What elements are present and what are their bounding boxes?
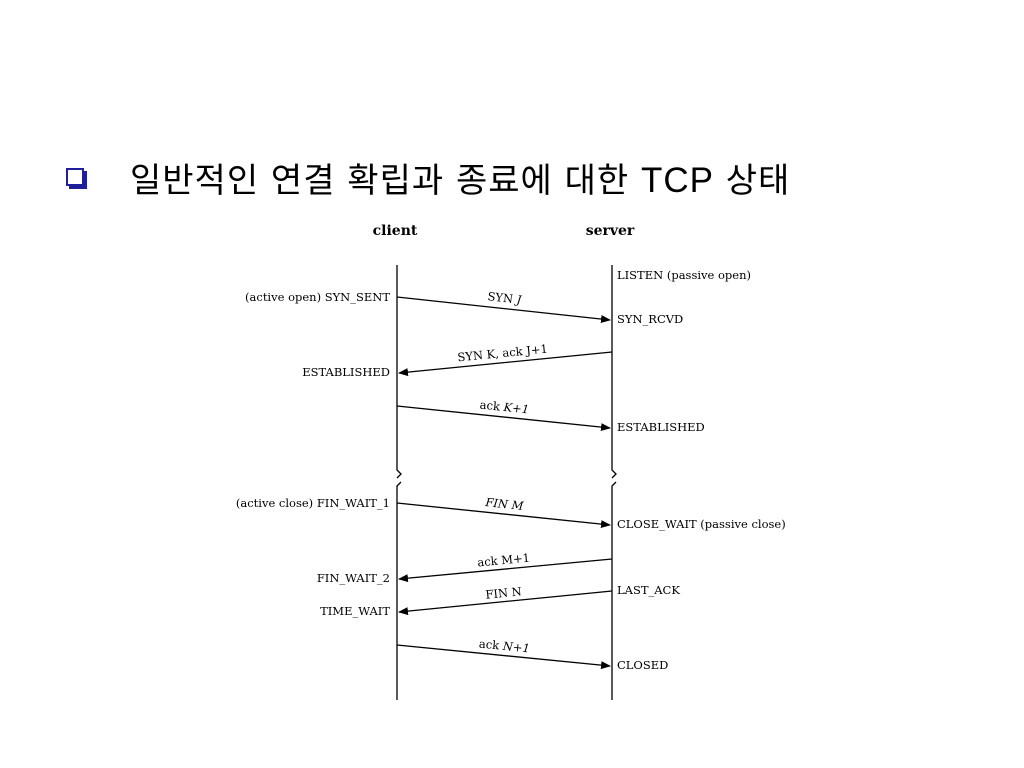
label-ack-k1: ack K+1 bbox=[479, 398, 530, 417]
title-tcp: TCP bbox=[640, 160, 714, 200]
label-ack-m1: ack M+1 bbox=[477, 551, 531, 570]
server-state-close-wait: CLOSE_WAIT (passive close) bbox=[617, 517, 786, 531]
client-state-fin-wait-1: (active close) FIN_WAIT_1 bbox=[236, 496, 390, 510]
client-state-syn-sent: (active open) SYN_SENT bbox=[245, 290, 390, 304]
client-timeline-bottom bbox=[396, 481, 402, 700]
server-state-last-ack: LAST_ACK bbox=[617, 583, 680, 597]
server-state-syn-rcvd: SYN_RCVD bbox=[617, 312, 683, 326]
slide-title: 일반적인 연결 확립과 종료에 대한 TCP 상태 bbox=[66, 150, 790, 204]
server-state-closed: CLOSED bbox=[617, 658, 668, 672]
client-state-time-wait: TIME_WAIT bbox=[320, 604, 390, 618]
server-header: server bbox=[586, 223, 635, 239]
arrow-ack-k1 bbox=[396, 405, 611, 432]
title-main: 일반적인 연결 확립과 종료에 대한 bbox=[130, 160, 641, 201]
label-syn-k-ack: SYN K, ack J+1 bbox=[457, 342, 549, 365]
client-state-fin-wait-2: FIN_WAIT_2 bbox=[317, 571, 390, 585]
arrow-ack-n1 bbox=[396, 644, 611, 670]
client-state-established: ESTABLISHED bbox=[302, 365, 390, 379]
client-header: client bbox=[373, 223, 418, 239]
title-text: 일반적인 연결 확립과 종료에 대한 TCP 상태 bbox=[130, 153, 790, 202]
server-timeline-top bbox=[611, 265, 617, 479]
server-timeline-bottom bbox=[611, 481, 617, 700]
arrow-fin-n bbox=[398, 590, 613, 616]
arrow-ack-m1 bbox=[398, 558, 613, 583]
title-end: 상태 bbox=[713, 160, 791, 201]
server-state-listen: LISTEN (passive open) bbox=[617, 268, 751, 282]
label-syn-j: SYN J bbox=[487, 289, 524, 307]
arrow-syn-j bbox=[396, 296, 611, 324]
label-fin-m: FIN M bbox=[484, 495, 525, 513]
arrow-fin-m bbox=[396, 502, 611, 529]
server-state-established: ESTABLISHED bbox=[617, 420, 705, 434]
hollow-square-bullet-icon bbox=[66, 168, 84, 186]
client-timeline-top bbox=[396, 265, 402, 479]
arrow-syn-k-ack bbox=[398, 351, 613, 377]
label-ack-n1: ack N+1 bbox=[478, 637, 530, 656]
label-fin-n: FIN N bbox=[485, 584, 523, 601]
